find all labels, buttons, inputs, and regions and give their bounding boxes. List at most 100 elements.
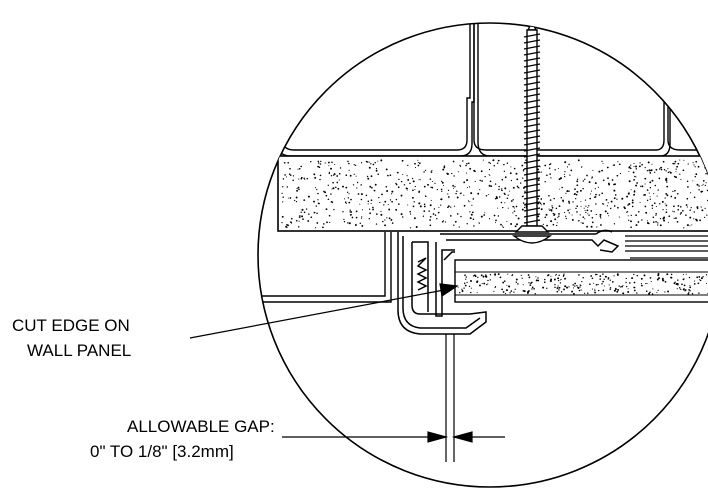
stipple-dot	[661, 200, 664, 203]
stipple-dot	[463, 282, 466, 284]
stipple-dot	[368, 166, 371, 169]
stipple-dot	[287, 224, 289, 227]
stipple-dot	[563, 288, 565, 291]
stipple-dot	[606, 205, 609, 207]
stipple-dot	[676, 283, 679, 286]
stipple-dot	[695, 160, 698, 163]
upper-insulation-board	[277, 155, 708, 232]
stipple-dot	[400, 180, 403, 183]
stipple-dot	[331, 188, 333, 190]
stipple-dot	[660, 167, 662, 169]
stipple-dot	[540, 208, 543, 211]
stipple-dot	[476, 280, 479, 283]
stipple-dot	[684, 289, 687, 291]
stipple-dot	[447, 196, 450, 198]
screw-thread	[523, 51, 541, 56]
stipple-dot	[683, 288, 685, 290]
stipple-dot	[553, 197, 555, 200]
stipple-dot	[580, 284, 582, 287]
stipple-dot	[407, 204, 409, 206]
stipple-dot	[411, 177, 414, 180]
stipple-dot	[658, 177, 661, 180]
stipple-dot	[389, 174, 392, 177]
stipple-dot	[522, 202, 525, 204]
stipple-dot	[383, 204, 385, 206]
stipple-dot	[459, 292, 461, 294]
stipple-dot	[667, 168, 669, 170]
stipple-dot	[595, 203, 597, 205]
stipple-dot	[498, 196, 501, 198]
stipple-dot	[549, 173, 551, 175]
stipple-dot	[375, 223, 378, 225]
stipple-dot	[696, 219, 698, 222]
stipple-dot	[522, 170, 525, 172]
stipple-dot	[564, 277, 566, 280]
stipple-dot	[618, 163, 621, 166]
detail-circle	[257, 22, 708, 488]
stipple-dot	[476, 292, 478, 294]
stipple-dot	[576, 180, 579, 183]
stipple-dot	[556, 224, 558, 227]
stipple-dot	[558, 213, 560, 215]
stipple-dot	[466, 186, 468, 188]
stipple-dot	[668, 215, 671, 218]
stipple-dot	[640, 283, 642, 285]
stipple-dot	[395, 183, 398, 186]
stipple-dot	[588, 214, 590, 216]
stipple-dot	[422, 215, 425, 217]
stipple-dot	[653, 221, 655, 223]
stipple-dot	[387, 174, 389, 177]
stipple-dot	[674, 160, 677, 163]
stipple-dot	[700, 206, 702, 208]
stipple-dot	[470, 192, 473, 195]
stipple-dot	[594, 188, 596, 190]
stipple-dot	[657, 222, 659, 224]
stipple-dot	[648, 192, 650, 194]
stipple-dot	[564, 170, 566, 173]
stipple-dot	[572, 287, 575, 289]
stipple-dot	[285, 176, 288, 178]
stipple-dot	[531, 286, 534, 289]
stipple-dot	[547, 274, 549, 277]
stipple-dot	[494, 197, 497, 200]
stipple-dot	[552, 212, 554, 215]
stipple-dot	[504, 176, 507, 179]
stipple-dot	[594, 196, 597, 198]
stipple-dot	[568, 286, 570, 288]
stipple-dot	[479, 189, 481, 191]
stipple-dot	[581, 281, 583, 283]
stipple-dot	[680, 288, 682, 290]
stipple-dot	[559, 279, 561, 281]
stipple-dot	[640, 277, 643, 280]
stipple-dot	[613, 275, 615, 277]
stipple-dot	[568, 200, 570, 203]
stipple-dot	[345, 174, 348, 177]
stipple-dot	[385, 168, 388, 171]
stipple-dot	[635, 214, 637, 217]
stipple-dot	[481, 180, 483, 182]
stipple-dot	[482, 275, 485, 278]
stipple-dot	[395, 182, 397, 185]
stipple-dot	[506, 162, 509, 165]
stipple-dot	[630, 164, 632, 166]
stipple-dot	[384, 200, 387, 203]
stipple-dot	[706, 214, 708, 216]
stipple-dot	[543, 202, 545, 205]
stipple-dot	[702, 183, 704, 185]
stipple-dot	[584, 178, 586, 181]
stipple-dot	[543, 281, 546, 284]
stipple-dot	[292, 175, 295, 177]
stipple-dot	[424, 195, 427, 198]
stipple-dot	[663, 216, 666, 219]
stipple-dot	[693, 196, 696, 199]
stipple-dot	[573, 193, 576, 196]
stipple-dot	[686, 180, 689, 183]
stipple-dot	[395, 208, 398, 211]
stipple-dot	[298, 220, 300, 222]
stipple-dot	[617, 288, 620, 291]
stipple-dot	[332, 187, 335, 190]
stipple-dot	[502, 226, 504, 229]
stipple-dot	[666, 181, 668, 183]
stipple-dot	[677, 162, 680, 165]
stipple-dot	[498, 185, 500, 188]
